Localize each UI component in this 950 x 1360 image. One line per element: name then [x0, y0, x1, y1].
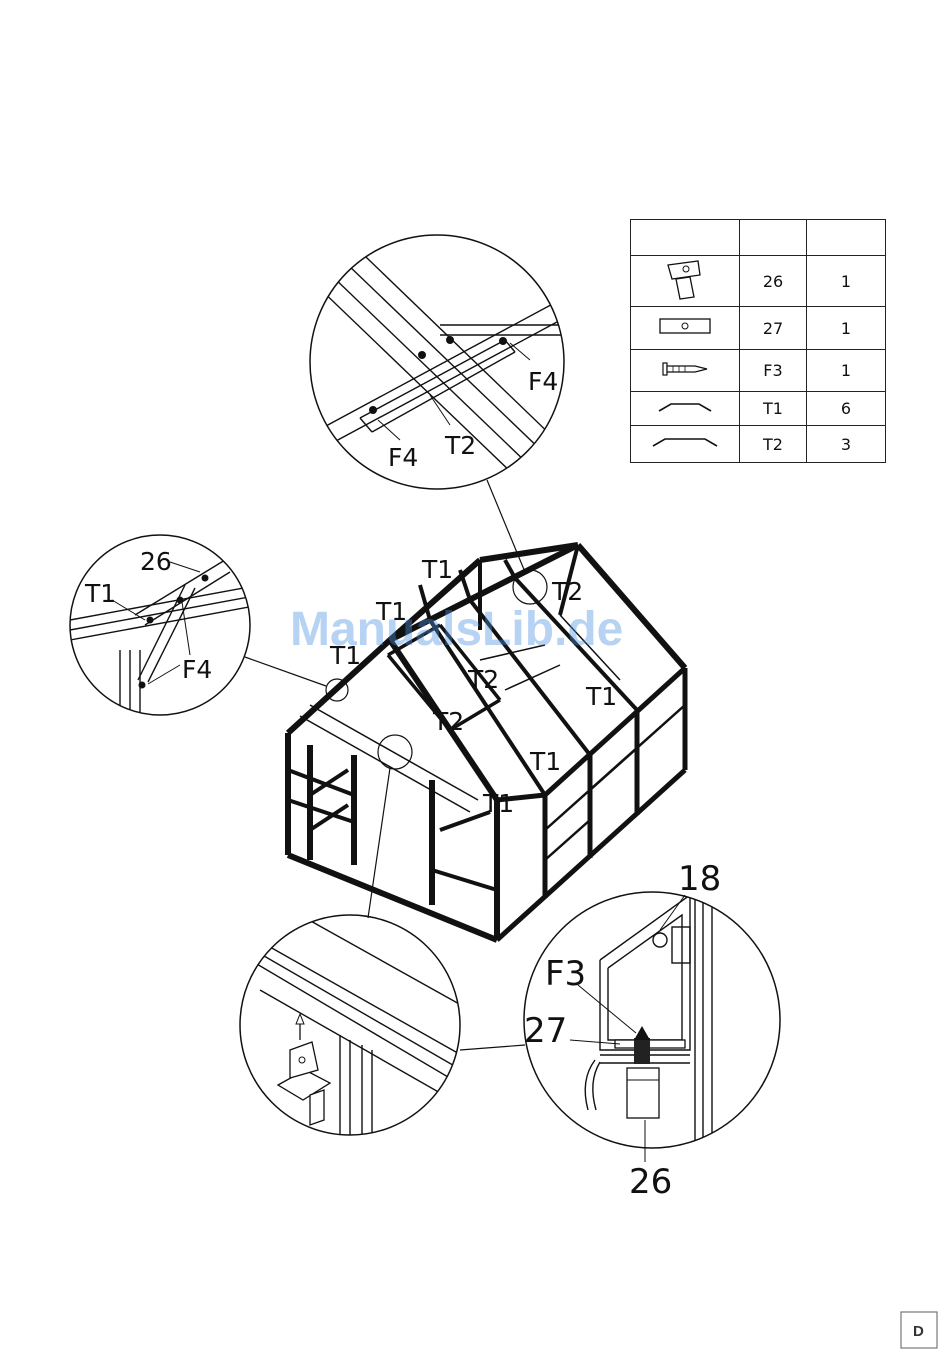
- table-row: 26 1: [631, 256, 886, 307]
- parts-table: 26 1 27 1 F3 1: [630, 219, 886, 463]
- header-cell-code: [740, 220, 807, 256]
- label-top-t2: T2: [444, 431, 476, 460]
- table-row: T1 6: [631, 392, 886, 426]
- table-row: F3 1: [631, 350, 886, 392]
- detail-bottom-left: [240, 915, 470, 1140]
- plate-icon: [631, 307, 740, 350]
- watermark: ManualsLib.de: [290, 603, 623, 656]
- detail-top: F4 F4 T2: [290, 232, 585, 500]
- page-marker-label: D: [913, 1323, 924, 1340]
- part-code: 26: [740, 256, 807, 307]
- label-t1-d: T1: [585, 682, 617, 711]
- part-code: T2: [740, 426, 807, 463]
- detail-marker-top: [513, 570, 547, 604]
- label-t1-a: T1: [421, 555, 453, 584]
- brace-long-icon: [631, 426, 740, 463]
- part-code: F3: [740, 350, 807, 392]
- table-row: 27 1: [631, 307, 886, 350]
- bracket-icon: [631, 256, 740, 307]
- header-cell-icon: [631, 220, 740, 256]
- part-code: 27: [740, 307, 807, 350]
- part-qty: 1: [807, 256, 886, 307]
- label-br-27: 27: [524, 1011, 567, 1051]
- label-br-f3: F3: [545, 954, 586, 994]
- part-code: T1: [740, 392, 807, 426]
- label-br-26: 26: [629, 1162, 672, 1202]
- table-row: T2 3: [631, 426, 886, 463]
- label-t1-f: T1: [482, 789, 514, 818]
- bracket-26: [627, 1068, 659, 1118]
- label-top-f4-left: F4: [388, 443, 418, 472]
- detail-bottom-right: 18 F3 27 26: [524, 859, 780, 1202]
- detail-top-circle: [310, 235, 564, 489]
- label-t2-a: T2: [551, 577, 583, 606]
- part-qty: 6: [807, 392, 886, 426]
- screw-icon: [631, 350, 740, 392]
- bracket-insert-icon: [278, 1042, 330, 1125]
- label-top-f4-right: F4: [528, 367, 558, 396]
- table-header-row: [631, 220, 886, 256]
- detail-marker-bottom: [378, 735, 412, 769]
- brace-short-icon: [631, 392, 740, 426]
- label-t2-c: T2: [432, 707, 464, 736]
- label-br-18: 18: [678, 859, 721, 899]
- header-cell-qty: [807, 220, 886, 256]
- part-qty: 1: [807, 307, 886, 350]
- detail-left: 26 T1 F4: [70, 535, 260, 720]
- label-left-26: 26: [140, 547, 172, 576]
- label-t1-e: T1: [529, 747, 561, 776]
- label-left-f4: F4: [182, 655, 212, 684]
- screw-f3: [634, 1038, 650, 1064]
- label-left-t1: T1: [84, 579, 116, 608]
- label-t2-b: T2: [467, 665, 499, 694]
- main-callouts: T1 T1 T1 T1 T1 T1 T2 T2 T2: [329, 555, 617, 818]
- part-qty: 3: [807, 426, 886, 463]
- part-qty: 1: [807, 350, 886, 392]
- page-marker: D: [901, 1312, 937, 1348]
